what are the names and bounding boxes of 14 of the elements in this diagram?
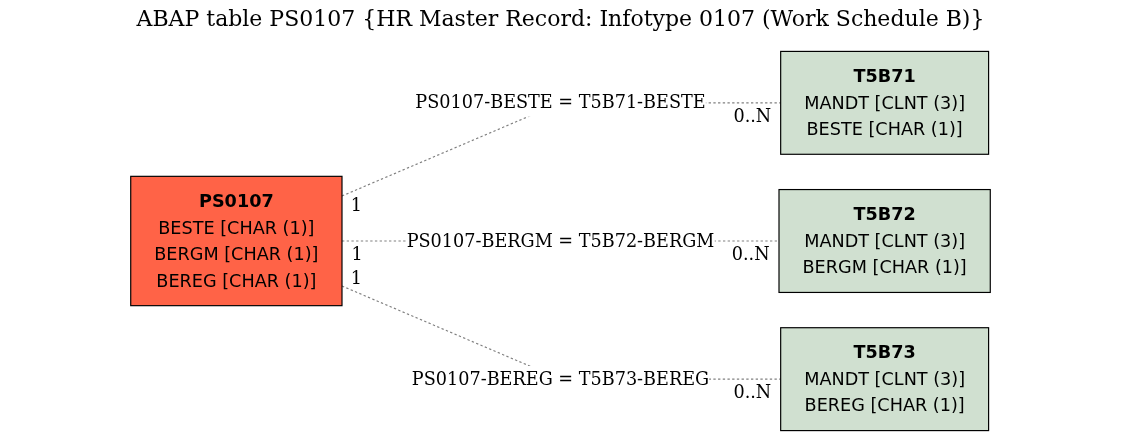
edge-label: PS0107-BEREG = T5B73-BEREG [411,368,710,390]
cardinality-label: 0..N [733,105,772,126]
cardinality-label: 1 [351,243,363,264]
edge-label: PS0107-BESTE = T5B71-BESTE [415,91,706,114]
cardinality-label: 1 [350,195,362,216]
node-box: T5B71 MANDT [CLNT (3)] BESTE [CHAR (1)] [780,50,990,155]
cardinality-label: 0..N [733,381,772,402]
node-box: PS0107 BESTE [CHAR (1)] BERGM [CHAR (1)] BEREG [CHAR (1)] [130,175,343,307]
diagram-title: ABAP table PS0107 {HR Master Record: Infotype 0107 (Work Schedule B)} [136,6,985,31]
cardinality-label: 0..N [731,243,770,264]
node-box: T5B73 MANDT [CLNT (3)] BEREG [CHAR (1)] [780,327,990,432]
node-box: T5B72 MANDT [CLNT (3)] BERGM [CHAR (1)] [778,188,991,294]
cardinality-label: 1 [350,267,362,288]
edge-label: PS0107-BERGM = T5B72-BERGM [406,230,715,252]
